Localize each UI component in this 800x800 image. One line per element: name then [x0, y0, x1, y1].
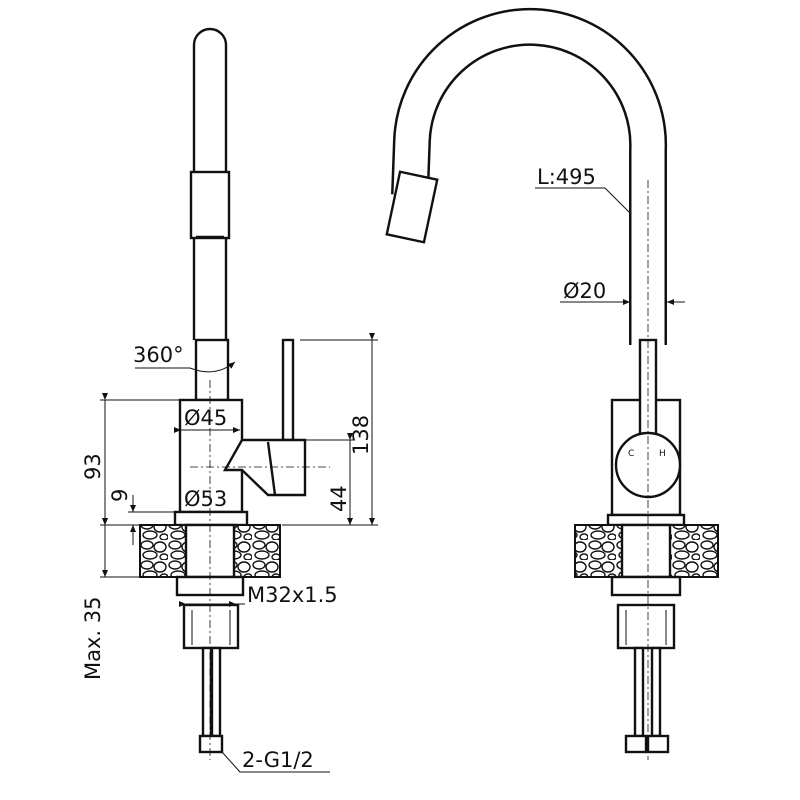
hose-fitting — [198, 734, 224, 754]
supply-hoses — [210, 646, 222, 738]
body-diameter-label: Ø45 — [184, 406, 227, 430]
max-counter-label: Max. 35 — [81, 597, 105, 681]
base-plate — [173, 510, 249, 527]
hot-mark: H — [659, 449, 666, 459]
base-height-label: 9 — [108, 489, 132, 502]
body-height-label: 93 — [81, 453, 105, 480]
spout-diameter-label: Ø20 — [563, 279, 606, 303]
hose-label: 2-G1/2 — [242, 748, 314, 772]
gooseneck-spout — [393, 10, 665, 345]
threaded-nut — [182, 603, 240, 650]
overall-height-label: 138 — [349, 415, 373, 455]
front-view: C H L:495 Ø20 — [385, 7, 719, 760]
spray-nozzle — [385, 170, 439, 244]
side-view: 360° Ø45 Ø53 93 9 138 44 Max. 35 M32x1.5… — [81, 27, 378, 773]
thread-label: M32x1.5 — [247, 583, 338, 607]
rotation-label: 360° — [133, 343, 184, 367]
handle-height-label: 44 — [327, 485, 351, 512]
handle-lever — [281, 338, 295, 442]
swivel-collar — [194, 338, 230, 402]
handle-block — [222, 438, 307, 497]
spout-sleeve — [189, 170, 231, 240]
base-diameter-label: Ø53 — [184, 487, 227, 511]
spout-length-label: L:495 — [537, 165, 596, 189]
cold-mark: C — [628, 449, 634, 459]
